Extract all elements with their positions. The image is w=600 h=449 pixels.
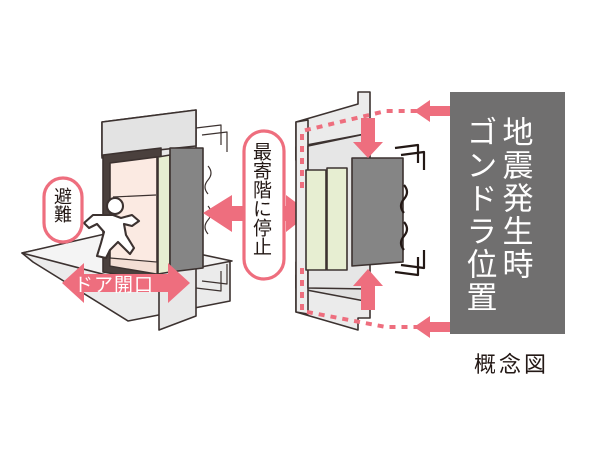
interior-back-line [112,194,157,198]
door-leaf-edge [157,154,171,275]
running-person-icon [82,196,141,260]
gondola-door-left [305,169,327,271]
gondola-door-right [326,167,348,271]
right-scene-gondola [295,91,462,338]
panel-title-column-right: 地震発生時 [497,116,533,281]
vibration-lines-icon-right [394,143,426,277]
diagram-caption: 概念図 [474,352,550,377]
elevator-car-left [169,147,204,273]
callout-label-door-opening: ドア開口 [74,275,155,296]
center-callout-group [203,129,310,281]
arrow-up-icon [353,269,383,310]
callout-evacuate-pill [42,176,84,244]
double-arrow-icon [62,263,190,303]
title-panel [450,92,565,334]
arrow-left-icon-center-left [203,195,250,232]
callout-label-evacuate: 避難 [52,187,72,223]
callout-label-stop-nearest-floor: 最寄階に停止 [250,142,271,256]
arrow-down-icon [353,118,383,158]
panel-title-column-left: ゴンドラ位置 [461,116,497,314]
callout-stop-pill [242,129,286,281]
hoistway-wall-upper [101,109,197,157]
elevator-car-right [351,157,404,267]
left-scene-evacuation [21,109,233,331]
arrow-left-icon-center-right [278,195,310,232]
arrow-left-icon-top [414,100,462,122]
arrow-left-icon-bottom [414,316,462,338]
